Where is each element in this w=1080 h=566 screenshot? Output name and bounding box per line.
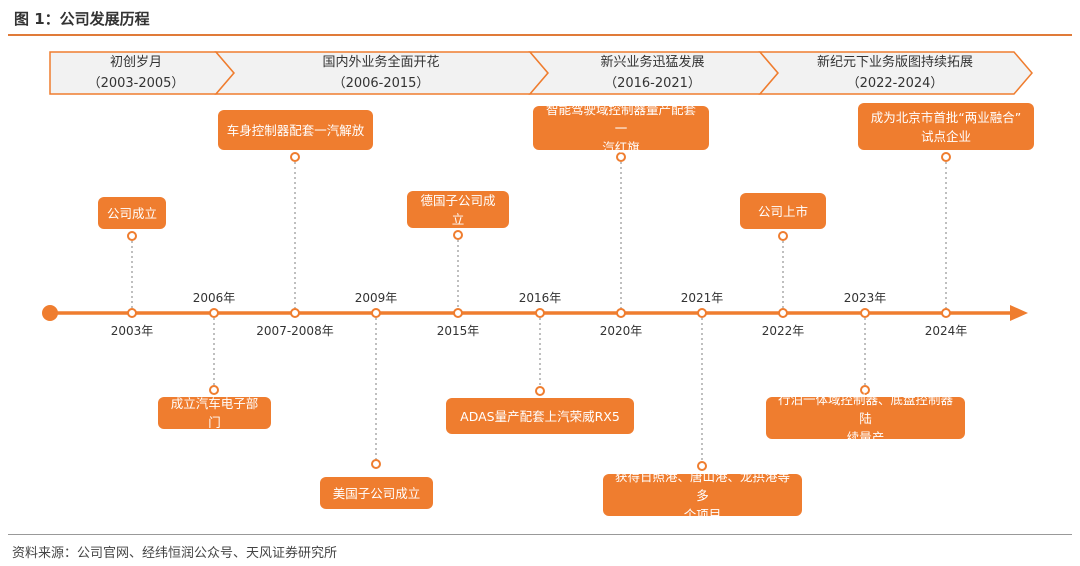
event-card-2016: ADAS量产配套上汽荣威RX5 <box>446 398 634 434</box>
year-label-2024: 2024年 <box>924 324 968 338</box>
event-card-2009: 美国子公司成立 <box>320 477 433 509</box>
phase-period: （2003-2005） <box>87 76 185 91</box>
source-note: 资料来源：公司官网、经纬恒润公众号、天风证券研究所 <box>12 546 338 561</box>
event-card-2003: 公司成立 <box>98 197 166 229</box>
axis-node-2007 <box>290 308 300 318</box>
axis-node-2009 <box>371 308 381 318</box>
axis-node-2015 <box>453 308 463 318</box>
event-card-2021: 获得日照港、唐山港、龙拱港等多 个项目 <box>603 469 802 522</box>
card-node-2022 <box>778 231 788 241</box>
phase-name: 新纪元下业务版图持续拓展 <box>816 55 973 70</box>
axis-node-2021 <box>697 308 707 318</box>
card-node-2024 <box>941 152 951 162</box>
event-card-2006: 成立汽车电子部门 <box>158 396 271 430</box>
card-node-2016 <box>535 386 545 396</box>
phase-name: 初创岁月 <box>109 55 162 70</box>
phase-period: （2022-2024） <box>846 76 944 91</box>
axis-node-2022 <box>778 308 788 318</box>
figure-title: 图 1：公司发展历程 <box>14 10 150 28</box>
axis-arrowhead <box>1010 305 1028 321</box>
axis-node-2024 <box>941 308 951 318</box>
event-card-2015: 德国子公司成立 <box>407 191 509 228</box>
event-card-2007: 车身控制器配套一汽解放 <box>218 110 373 150</box>
event-card-2024: 成为北京市首批“两业融合” 试点企业 <box>858 103 1034 150</box>
card-node-2009 <box>371 459 381 469</box>
event-card-2023: 行泊一体域控制器、底盘控制器陆 续量产 <box>766 392 965 445</box>
card-node-2007 <box>290 152 300 162</box>
card-node-2003 <box>127 231 137 241</box>
year-label-2015: 2015年 <box>436 324 480 338</box>
card-node-2021 <box>697 461 707 471</box>
phase-period: （2006-2015） <box>332 76 430 91</box>
phase-name: 新兴业务迅猛发展 <box>600 55 705 70</box>
card-node-2015 <box>453 230 463 240</box>
axis-node-2016 <box>535 308 545 318</box>
title-divider <box>8 34 1072 36</box>
phase-banner-4 <box>758 51 1033 95</box>
event-card-2022: 公司上市 <box>740 193 826 229</box>
year-label-2020: 2020年 <box>599 324 643 338</box>
card-node-2023 <box>860 385 870 395</box>
year-label-2009: 2009年 <box>354 291 398 305</box>
year-label-2007: 2007-2008年 <box>256 324 334 338</box>
source-divider <box>8 534 1072 535</box>
year-label-2016: 2016年 <box>518 291 562 305</box>
event-card-2020: 智能驾驶域控制器量产配套一 汽红旗 <box>533 102 709 155</box>
year-label-2022: 2022年 <box>761 324 805 338</box>
axis-node-2023 <box>860 308 870 318</box>
phase-label-3: 新兴业务迅猛发展 （2016-2021） <box>550 52 755 94</box>
card-node-2006 <box>209 385 219 395</box>
year-label-2006: 2006年 <box>192 291 236 305</box>
axis-node-2003 <box>127 308 137 318</box>
year-label-2003: 2003年 <box>110 324 154 338</box>
phase-label-1: 初创岁月 （2003-2005） <box>56 52 216 94</box>
phase-period: （2016-2021） <box>604 76 701 91</box>
phase-label-4: 新纪元下业务版图持续拓展 （2022-2024） <box>780 52 1010 94</box>
year-label-2021: 2021年 <box>680 291 724 305</box>
year-label-2023: 2023年 <box>843 291 887 305</box>
axis-node-2020 <box>616 308 626 318</box>
phase-name: 国内外业务全面开花 <box>322 55 440 70</box>
phase-label-2: 国内外业务全面开花 （2006-2015） <box>236 52 526 94</box>
axis-node-2006 <box>209 308 219 318</box>
card-node-2020 <box>616 152 626 162</box>
